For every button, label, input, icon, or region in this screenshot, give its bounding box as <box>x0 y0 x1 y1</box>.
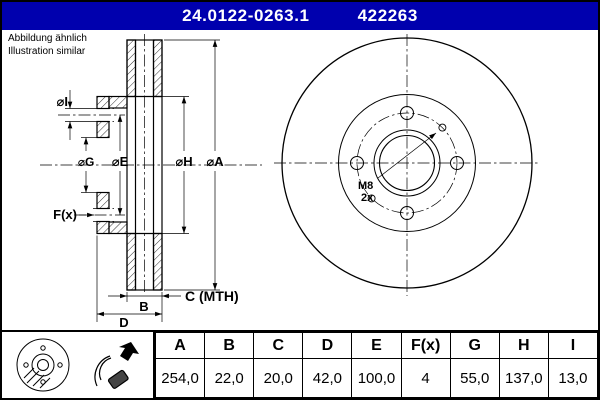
label-thread-qty: 2x <box>361 192 374 204</box>
dimension-labels: ⌀I ⌀G ⌀E ⌀H ⌀A F(x) B C (MTH) D <box>53 94 239 330</box>
value-b: 22,0 <box>204 358 255 398</box>
value-a: 254,0 <box>154 358 206 398</box>
brake-disc-icon <box>16 338 70 392</box>
thread-hole <box>438 123 447 132</box>
col-header-c: C <box>253 332 304 359</box>
label-dia-h: ⌀H <box>175 154 192 169</box>
col-header-e: E <box>351 332 402 359</box>
label-dia-e: ⌀E <box>112 154 129 169</box>
label-f: F(x) <box>53 207 77 222</box>
value-g: 55,0 <box>449 358 500 398</box>
spec-header-row: A B C D E F(x) G H I <box>154 332 598 359</box>
reference-number: 422263 <box>357 6 418 25</box>
title-bar: 24.0122-0263.1 422263 <box>2 2 598 30</box>
mounting-tool-icon <box>94 342 139 389</box>
note-line-de: Abbildung ähnlich <box>8 33 87 44</box>
value-c: 20,0 <box>253 358 304 398</box>
label-dia-g: ⌀G <box>78 155 95 169</box>
thread-leader-line <box>377 132 437 179</box>
spec-value-row: 254,0 22,0 20,0 42,0 100,0 4 55,0 137,0 … <box>154 358 598 398</box>
value-h: 137,0 <box>498 358 549 398</box>
front-view <box>274 34 540 296</box>
label-dia-i: ⌀I <box>57 94 68 109</box>
bolt-hole-hidden-lines <box>58 108 125 222</box>
note-line-en: Illustration similar <box>8 46 86 57</box>
label-b: B <box>139 299 148 314</box>
label-c-mth: C (MTH) <box>185 288 239 304</box>
part-number: 24.0122-0263.1 <box>182 6 310 25</box>
label-thread: M8 <box>358 180 373 192</box>
col-header-a: A <box>154 332 206 359</box>
hat-section <box>96 95 128 235</box>
similarity-note: Abbildung ähnlich Illustration similar <box>8 32 87 58</box>
thread-hole <box>367 194 376 203</box>
value-i: 13,0 <box>547 358 598 398</box>
spec-footer: A B C D E F(x) G H I 254,0 22,0 20,0 42,… <box>2 330 598 398</box>
col-header-f: F(x) <box>400 332 451 359</box>
col-header-g: G <box>449 332 500 359</box>
col-header-h: H <box>498 332 549 359</box>
drawing-area: Abbildung ähnlich Illustration similar <box>2 30 598 330</box>
spec-table: A B C D E F(x) G H I 254,0 22,0 20,0 42,… <box>154 332 598 398</box>
col-header-d: D <box>302 332 353 359</box>
value-e: 100,0 <box>351 358 402 398</box>
pictogram-cell <box>2 332 155 398</box>
label-d: D <box>119 315 128 330</box>
arrow-glyph <box>118 342 139 361</box>
friction-ring-outline <box>126 39 163 291</box>
col-header-i: I <box>547 332 598 359</box>
thread-note: M8 2x <box>358 180 374 204</box>
value-f: 4 <box>400 358 451 398</box>
section-view <box>40 34 262 292</box>
dimension-lines <box>65 39 220 322</box>
label-dia-a: ⌀A <box>206 154 224 169</box>
value-d: 42,0 <box>302 358 353 398</box>
col-header-b: B <box>204 332 255 359</box>
technical-drawing: ⌀I ⌀G ⌀E ⌀H ⌀A F(x) B C (MTH) D <box>40 34 540 330</box>
